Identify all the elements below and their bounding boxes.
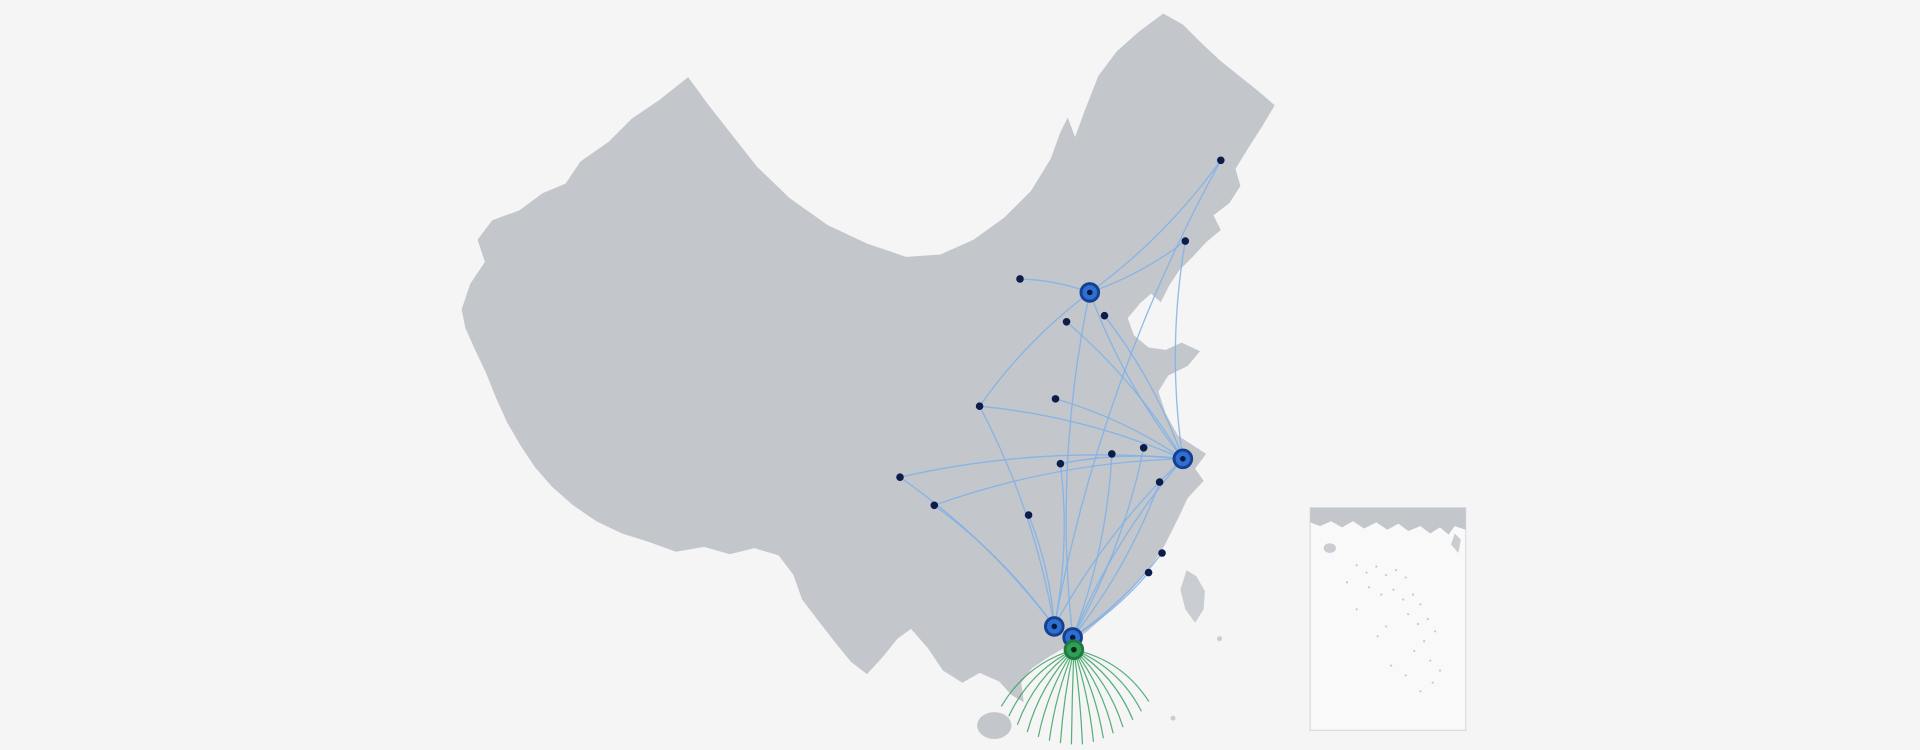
inset-island-dot (1389, 664, 1393, 667)
inset-island-dot (1404, 576, 1407, 579)
inset-island-dot (1431, 681, 1434, 684)
inset-island-dot (1404, 674, 1407, 677)
inset-island-dot (1376, 635, 1379, 638)
inset-island-dot (1407, 613, 1410, 616)
inset-island-dot (1402, 598, 1405, 601)
inset-island-dot (1416, 622, 1420, 626)
city-dot[interactable] (1139, 444, 1148, 452)
city-dot[interactable] (1062, 317, 1071, 326)
flight-route-line (1053, 159, 1222, 628)
flight-route-line (899, 454, 1184, 478)
city-dot[interactable] (1158, 549, 1166, 557)
flight-route-line (1103, 314, 1184, 460)
inset-island-dot (1434, 630, 1437, 633)
inset-island-dot (1419, 603, 1422, 606)
flight-route-line (978, 291, 1091, 407)
flight-route-line (1065, 321, 1184, 460)
inset-island-dot (1392, 588, 1395, 591)
inset-island-dot (1375, 565, 1378, 568)
flight-route-line (1054, 398, 1184, 460)
flight-route-line (1071, 453, 1113, 639)
hub-node-core (1086, 289, 1093, 296)
inset-island-dot (1367, 586, 1371, 589)
mainland-china-shape (461, 13, 1275, 703)
small-island (1217, 636, 1223, 642)
inset-island-dot (1394, 569, 1398, 572)
inset-taiwan (1451, 533, 1461, 554)
flight-route-line (1065, 291, 1091, 639)
city-dot[interactable] (1181, 237, 1190, 245)
flight-route-line (933, 458, 1184, 506)
city-nodes (896, 156, 1225, 660)
city-dot[interactable] (930, 501, 939, 510)
hub-node-core (1069, 634, 1076, 641)
city-dot[interactable] (1144, 568, 1153, 577)
inset-island-dot (1365, 571, 1368, 574)
inset-island-dot (1385, 625, 1388, 628)
inset-island-dot (1345, 581, 1349, 584)
inset-coastline (1310, 507, 1466, 535)
inset-island-dot (1355, 564, 1358, 567)
inset-island-dot (1380, 593, 1383, 596)
inset-island-dot (1429, 659, 1432, 662)
inset-island-dot (1419, 690, 1422, 693)
city-dot[interactable] (1016, 275, 1024, 283)
flight-route-line (933, 504, 1055, 628)
flight-route-line (1071, 481, 1161, 639)
inset-island-dot (1426, 617, 1429, 621)
small-island (1170, 715, 1176, 721)
flight-route-line (1071, 447, 1145, 639)
city-dot[interactable] (1100, 311, 1109, 320)
flight-route-line (1089, 159, 1222, 294)
city-dot[interactable] (1051, 395, 1060, 403)
flight-route-line (978, 405, 1184, 460)
inset-island-dot (1385, 573, 1388, 577)
city-dot[interactable] (896, 473, 904, 481)
flight-route-line (1174, 240, 1186, 460)
flight-route-line (1089, 291, 1184, 460)
inset-island-dot (1411, 593, 1415, 596)
flight-route-line (1053, 458, 1184, 628)
inset-island-dot (1413, 649, 1416, 652)
city-dot[interactable] (1024, 511, 1033, 519)
inset-island-dot (1438, 669, 1442, 672)
city-dot[interactable] (1155, 478, 1164, 486)
flight-route-line (1027, 514, 1055, 628)
inset-island-dot (1355, 608, 1358, 611)
flight-route-line (1071, 571, 1150, 639)
city-dot[interactable] (1217, 156, 1225, 165)
flight-route-line (1071, 458, 1184, 639)
flight-route-line (1053, 463, 1065, 628)
inset-hainan (1323, 543, 1336, 554)
city-dot[interactable] (1108, 450, 1116, 458)
city-dot[interactable] (1056, 459, 1065, 468)
inset-island-dot (1422, 640, 1426, 643)
inset-frame (1309, 507, 1467, 732)
city-dot[interactable] (975, 402, 984, 410)
hub-node-core (1051, 623, 1058, 630)
green-hub-node-core (1071, 646, 1077, 653)
south-sea-inset (1309, 507, 1467, 732)
hainan-island-shape (977, 712, 1012, 739)
taiwan-island-shape (1180, 570, 1205, 623)
hub-node-core (1180, 455, 1186, 462)
